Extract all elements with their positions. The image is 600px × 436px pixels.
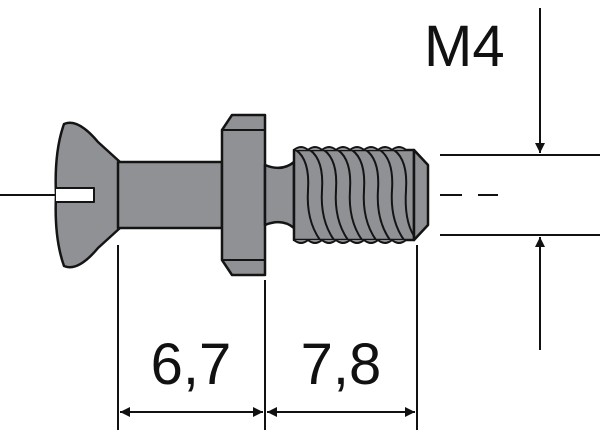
shank bbox=[116, 160, 224, 230]
thread-tip bbox=[412, 148, 430, 242]
thread-pitch-lines bbox=[295, 149, 415, 241]
shank-length-label: 6,7 bbox=[151, 332, 232, 397]
length-dimensions bbox=[117, 245, 418, 430]
thread-size-label: M4 bbox=[424, 14, 505, 79]
collar bbox=[220, 113, 267, 277]
head-slot bbox=[56, 187, 95, 203]
thread-neck bbox=[263, 160, 296, 230]
thread-length-label: 7,8 bbox=[301, 332, 382, 397]
screw-part bbox=[54, 113, 430, 277]
diameter-dimension bbox=[440, 8, 600, 350]
